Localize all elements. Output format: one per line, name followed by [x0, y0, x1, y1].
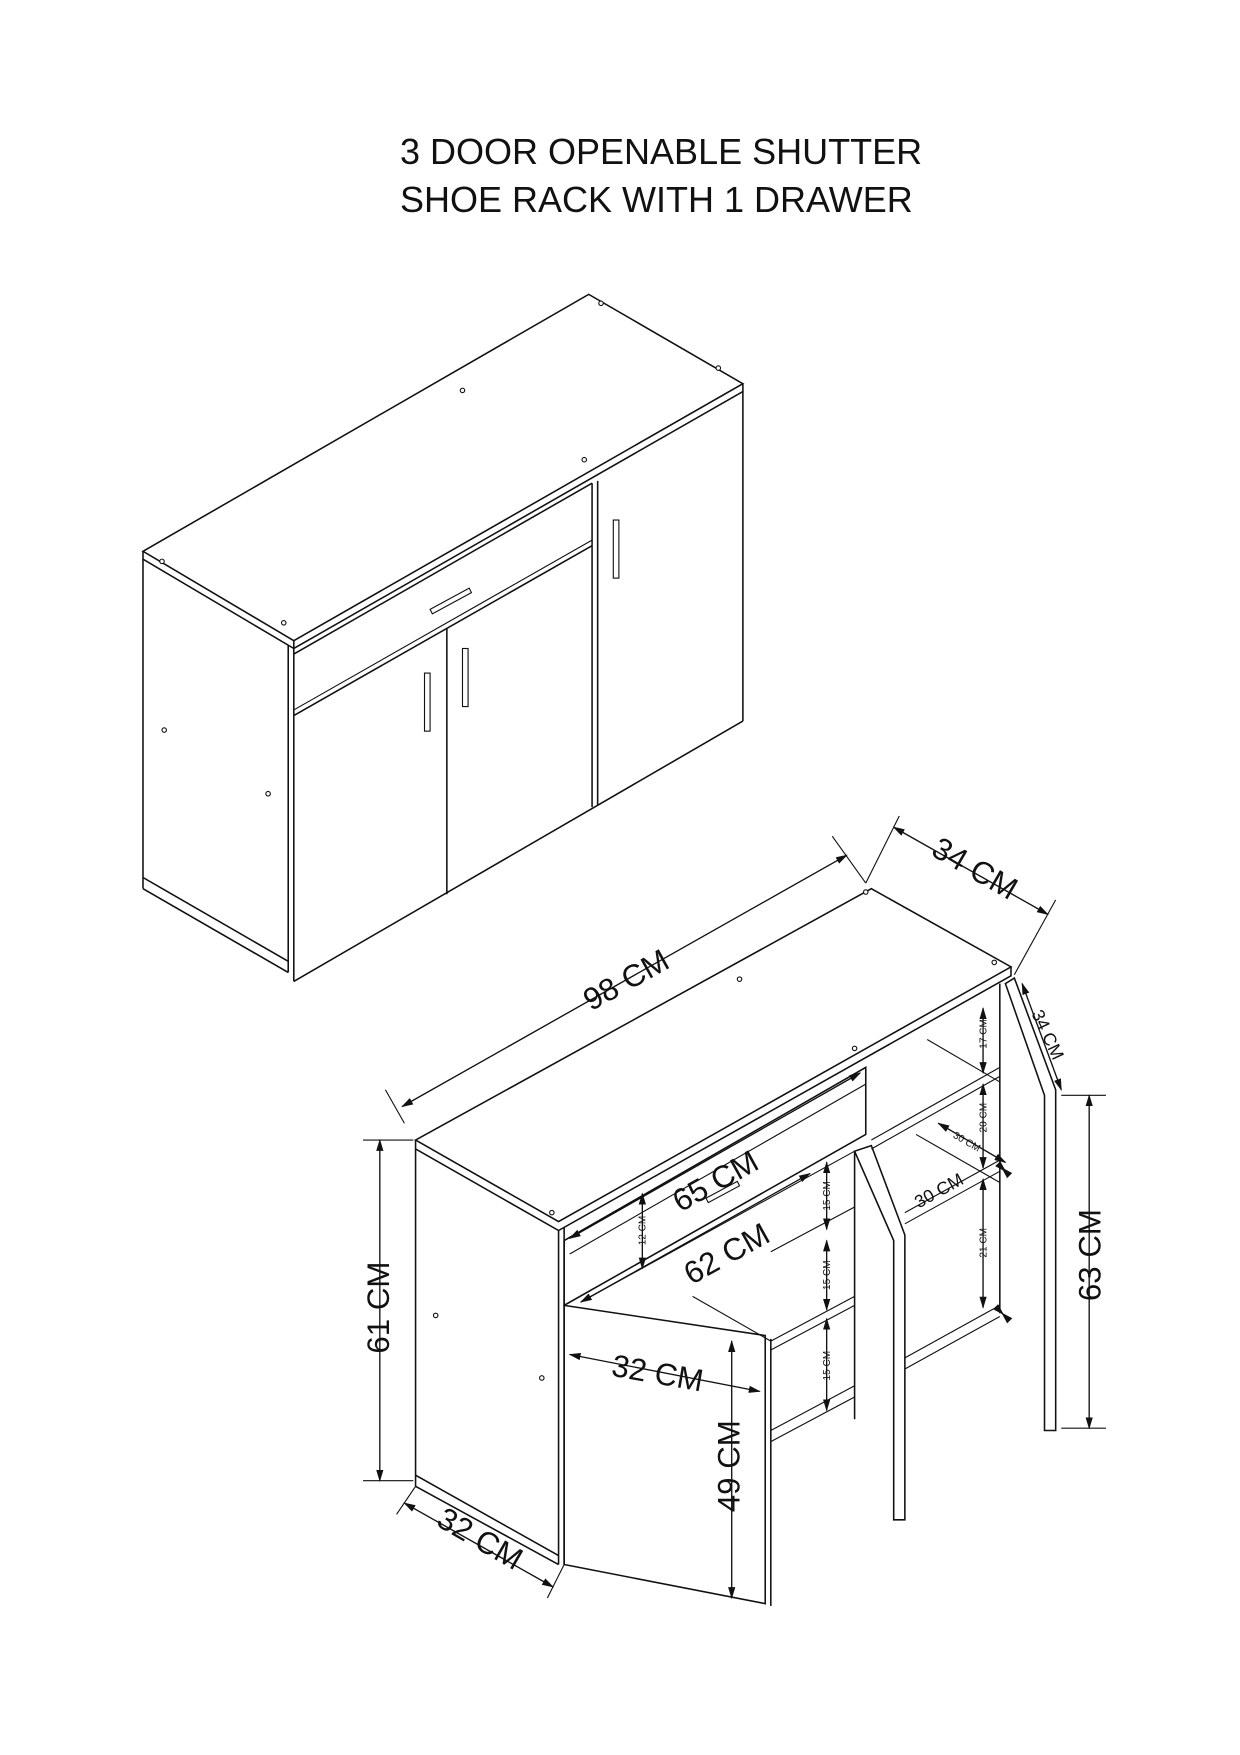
closed-cabinet-view [141, 293, 745, 983]
diagram-title: 3 DOOR OPENABLE SHUTTER SHOE RACK WITH 1… [400, 128, 922, 224]
left-shelf-3-label: 15 CM [822, 1351, 833, 1381]
right-shelf-2-label: 20 CM [978, 1103, 989, 1133]
shelf-depth-1-label: 30 CM [951, 1130, 982, 1154]
inner-width-label: 62 CM [678, 1216, 776, 1291]
right-height-label: 63 CM [1072, 1209, 1107, 1301]
width-label: 98 CM [577, 942, 675, 1017]
door-depth-label: 34 CM [1028, 1007, 1068, 1063]
dimension-labels: 98 CM 34 CM 34 CM 63 CM 61 CM 32 CM 32 C… [361, 830, 1108, 1577]
title-line-1: 3 DOOR OPENABLE SHUTTER [400, 131, 923, 172]
drawer-height-label: 12 CM [638, 1216, 649, 1246]
title-line-2: SHOE RACK WITH 1 DRAWER [400, 179, 913, 220]
left-shelf-1-label: 15 CM [822, 1181, 833, 1211]
depth-label: 34 CM [926, 830, 1023, 906]
left-height-label: 61 CM [361, 1262, 396, 1354]
dimension-lines [363, 815, 1106, 1600]
door-width-label: 32 CM [609, 1348, 706, 1398]
door-height-label: 49 CM [712, 1420, 747, 1512]
shelf-depth-2-label: 30 CM [911, 1169, 967, 1212]
left-shelf-2-label: 15 CM [822, 1260, 833, 1290]
right-shelf-3-label: 21 CM [978, 1228, 989, 1258]
right-shelf-1-label: 17 CM [978, 1019, 989, 1049]
